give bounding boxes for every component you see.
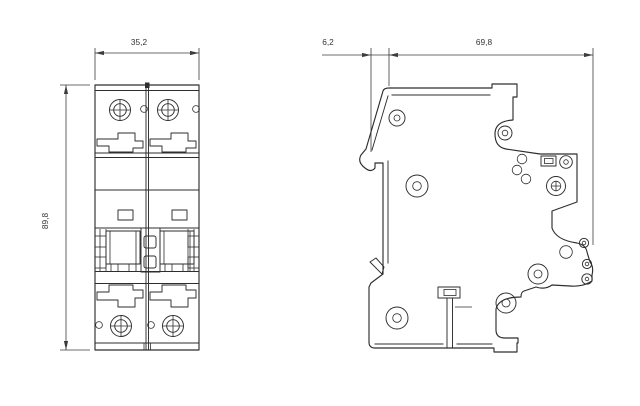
front-height-dimension: 89,8 <box>40 84 90 351</box>
small-hole <box>192 105 200 113</box>
boss <box>497 125 513 141</box>
latch-notch <box>187 256 200 269</box>
knurled-screw <box>559 155 573 169</box>
foot <box>164 263 173 272</box>
side-view: 6,2 69,8 <box>322 37 594 353</box>
arrowhead-left <box>389 52 398 58</box>
latch-notch <box>94 256 107 269</box>
round-opening <box>559 245 573 259</box>
arrowhead-right <box>190 50 199 56</box>
upper-terminal <box>96 132 144 153</box>
front-width-label: 35,2 <box>131 37 148 47</box>
back-slant-inner <box>371 95 389 151</box>
terminal-window <box>540 155 557 167</box>
front-rivet <box>581 258 593 270</box>
clip-release-tab <box>369 257 385 275</box>
small-hole <box>140 105 148 113</box>
extension-line <box>60 84 90 351</box>
front-pole-1 <box>95 99 148 337</box>
toggle-window-inner <box>163 231 191 264</box>
hole-cluster <box>511 153 532 185</box>
side-offset-dimension: 6,2 <box>322 37 390 152</box>
front-rivet <box>578 237 590 249</box>
foot <box>128 263 137 272</box>
screw-head <box>109 99 131 121</box>
boss <box>385 306 409 330</box>
front-body-outline <box>94 84 200 351</box>
screw-head <box>162 315 184 337</box>
boss <box>495 292 517 314</box>
lower-terminal <box>149 284 197 308</box>
arrowhead-top <box>63 85 69 94</box>
boss <box>405 174 429 198</box>
toggle-window <box>105 230 141 265</box>
label-window <box>171 209 188 221</box>
arrowhead-left <box>95 50 104 56</box>
arrowhead-bottom <box>63 341 69 350</box>
small-hole <box>147 321 155 329</box>
front-height-label: 89,8 <box>40 213 50 230</box>
side-body <box>359 83 594 353</box>
extension-line <box>370 48 390 152</box>
arrowhead-right <box>584 52 593 58</box>
screw-head <box>110 315 132 337</box>
front-width-dimension: 35,2 <box>94 37 200 80</box>
foot <box>110 263 119 272</box>
screw-head <box>157 99 179 121</box>
bottom-center-notch <box>143 342 151 351</box>
side-body-outline <box>359 83 594 353</box>
top-center-mark <box>145 82 150 88</box>
front-view: 35,2 89,8 <box>40 37 200 351</box>
pole-divider <box>145 84 149 351</box>
front-horizontal-lines <box>94 90 200 344</box>
toggle-assembly <box>94 227 200 273</box>
side-offset-label: 6,2 <box>322 37 334 47</box>
front-body <box>94 82 200 351</box>
front-rivet <box>581 273 593 285</box>
handle-slot <box>143 235 157 249</box>
handle-slot <box>143 255 157 269</box>
bottom-channel <box>437 286 472 349</box>
boss <box>388 109 406 127</box>
latch-notch <box>187 235 200 248</box>
boss <box>527 263 549 285</box>
side-depth-dimension: 69,8 <box>389 37 594 245</box>
upper-terminal <box>149 132 197 153</box>
arrowhead-right <box>362 52 371 58</box>
small-hole <box>95 321 103 329</box>
latch-notch <box>94 235 107 248</box>
side-depth-label: 69,8 <box>476 37 493 47</box>
phillips-screw <box>546 176 566 196</box>
side-wall <box>99 229 195 271</box>
lower-terminal <box>96 284 144 308</box>
center-column <box>140 227 161 273</box>
front-pole-2 <box>147 99 200 337</box>
label-window <box>117 209 134 221</box>
toggle-window-inner <box>109 231 137 264</box>
